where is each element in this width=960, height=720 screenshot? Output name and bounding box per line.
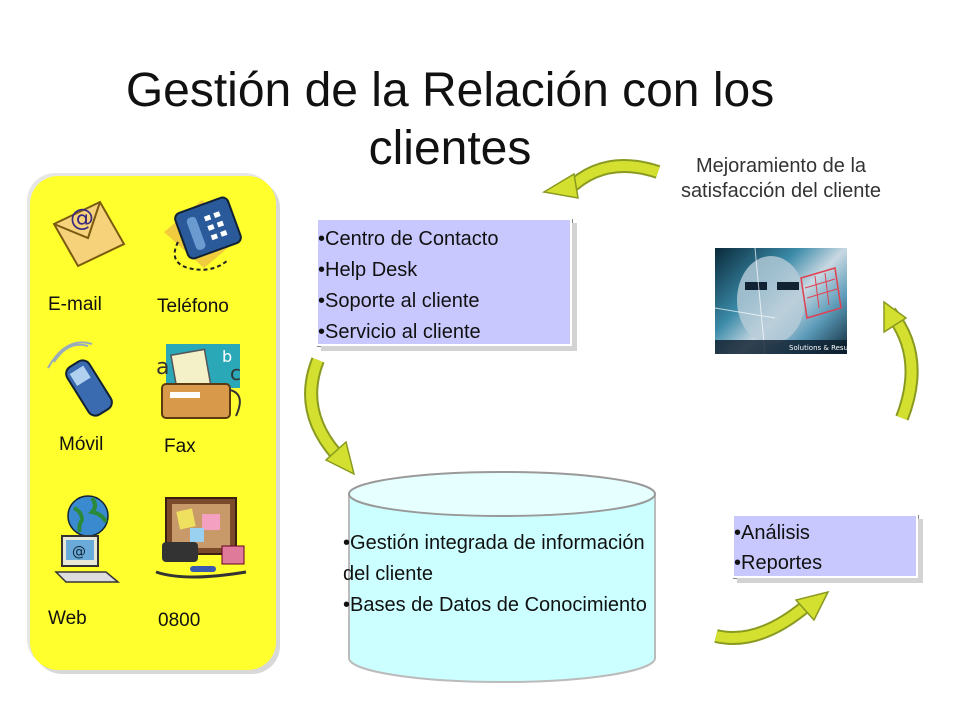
channel-label-movil: Móvil: [59, 434, 104, 455]
analysis-box: Análisis Reportes: [732, 514, 918, 578]
curved-arrow-bottom-icon: [714, 590, 830, 645]
mobile-phone-icon: [47, 341, 113, 417]
office-desk-icon: [155, 497, 247, 579]
contact-center-box: Centro de Contacto Help Desk Soporte al …: [316, 218, 572, 346]
svg-text:@: @: [70, 204, 94, 232]
list-item: Análisis: [734, 518, 916, 548]
list-item: Help Desk: [318, 255, 570, 286]
svg-text:@: @: [72, 544, 86, 560]
svg-text:b: b: [222, 347, 232, 366]
channel-label-0800: 0800: [158, 610, 201, 631]
list-item: Centro de Contacto: [318, 224, 570, 255]
customer-face-photo: Solutions & Results: [715, 248, 847, 354]
list-item: Soporte al cliente: [318, 286, 570, 317]
list-item: Servicio al cliente: [318, 317, 570, 348]
svg-text:c: c: [230, 361, 241, 385]
curved-arrow-left-icon: [304, 357, 356, 476]
svg-text:a: a: [156, 355, 169, 380]
web-computer-icon: @: [54, 495, 121, 583]
photo-caption: Solutions & Results: [789, 344, 847, 352]
telephone-icon: [164, 196, 242, 271]
satisfaction-label: Mejoramiento de la satisfacción del clie…: [680, 155, 882, 202]
channel-label-telefono: Teléfono: [157, 296, 229, 317]
page-title: Gestión de la Relación con los clientes: [125, 64, 775, 175]
curved-arrow-right-icon: [883, 300, 919, 421]
channel-label-email: E-mail: [48, 294, 102, 315]
email-icon: @: [52, 200, 126, 268]
customer-database: Gestión integrada de información del cli…: [343, 468, 665, 688]
channel-label-web: Web: [48, 608, 87, 629]
list-item: Reportes: [734, 548, 916, 578]
curved-arrow-top-icon: [541, 159, 661, 199]
list-item: Bases de Datos de Conocimiento: [343, 590, 653, 621]
list-item: Gestión integrada de información del cli…: [343, 528, 653, 590]
fax-icon: a b c: [156, 344, 241, 419]
photo-graphic: Solutions & Results: [715, 248, 847, 354]
channels-panel: [30, 176, 276, 670]
channel-label-fax: Fax: [164, 436, 196, 457]
